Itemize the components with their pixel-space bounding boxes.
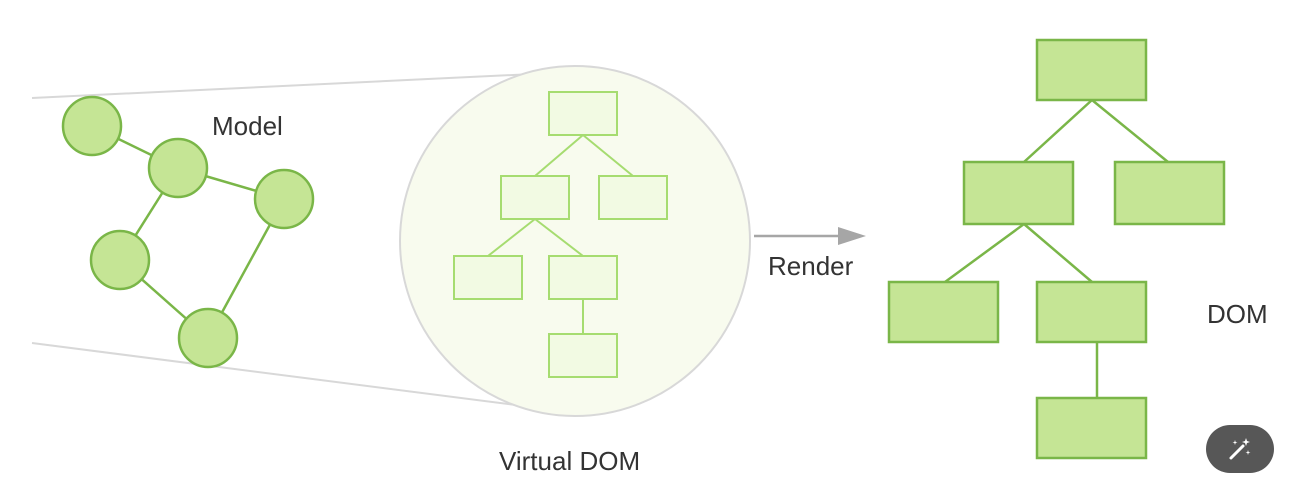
vdom-node [548,333,618,378]
zoom-line-top [31,71,576,99]
vdom-node [453,255,523,300]
vdom-node [548,255,618,300]
model-node [61,95,123,157]
dom-node [962,160,1075,226]
magic-wand-icon [1229,438,1251,460]
dom-node [1035,280,1148,344]
magic-wand-button[interactable] [1206,425,1274,473]
dom-node [1035,396,1148,460]
vdom-node [548,91,618,136]
dom-node [887,280,1000,344]
model-node [89,229,151,291]
vdom-edges [487,134,634,334]
vdom-node [500,175,570,220]
dom-node [1113,160,1226,226]
model-node [253,168,315,230]
render-label: Render [768,251,854,281]
virtual-dom-lens [399,65,751,417]
vdom-node [598,175,668,220]
dom-label: DOM [1207,299,1268,329]
zoom-line-bottom [31,342,571,413]
virtual-dom-label: Virtual DOM [499,446,640,476]
dom-edges [944,99,1169,398]
model-node [147,137,209,199]
model-label: Model [212,111,283,141]
render-arrow-head [838,227,866,245]
dom-node [1035,38,1148,102]
model-node [177,307,239,369]
